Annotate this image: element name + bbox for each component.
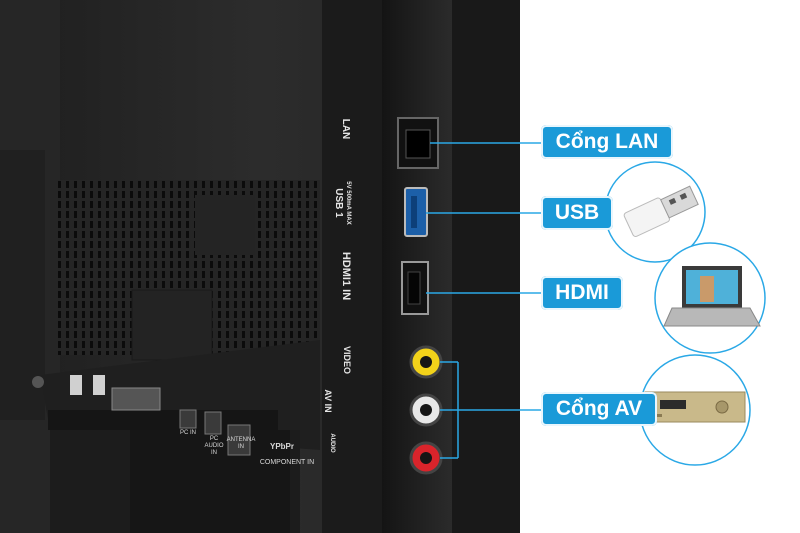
lan-callout: Cổng LAN bbox=[541, 125, 673, 159]
label-pc-audio-in: PC AUDIO IN bbox=[204, 436, 224, 456]
usb-cable-icon bbox=[604, 161, 706, 263]
bottom-port-2 bbox=[93, 375, 105, 395]
hdmi-callout: HDMI bbox=[541, 276, 623, 310]
av-callout: Cổng AV bbox=[541, 392, 657, 426]
label-component-in: COMPONENT IN bbox=[259, 459, 315, 466]
panel-label-hdmi: HDMI1 IN bbox=[340, 251, 352, 301]
panel-label-lan: LAN bbox=[340, 118, 351, 140]
label-pc-in: PC IN bbox=[179, 430, 196, 436]
vga-port bbox=[111, 387, 161, 411]
panel-label-video: VIDEO bbox=[342, 345, 352, 374]
connector-lines bbox=[426, 142, 548, 459]
pc-in-port bbox=[179, 409, 197, 429]
bottom-port-1 bbox=[70, 375, 82, 395]
antenna-in-port bbox=[227, 424, 251, 456]
side-connector-column bbox=[322, 0, 382, 533]
label-antenna-in: ANTENNA IN bbox=[226, 437, 256, 450]
panel-label-av-in: AV IN bbox=[323, 389, 333, 413]
panel-label-audio: AUDIO bbox=[329, 433, 335, 453]
dvd-player-icon bbox=[639, 354, 751, 466]
pc-audio-in-port bbox=[204, 411, 222, 435]
laptop-icon bbox=[654, 242, 766, 354]
panel-label-usb-rating: 5V 500mA MAX bbox=[345, 181, 351, 225]
screw bbox=[32, 376, 44, 388]
label-ypbpr: YPbPr bbox=[269, 442, 294, 451]
usb-callout: USB bbox=[541, 196, 613, 230]
